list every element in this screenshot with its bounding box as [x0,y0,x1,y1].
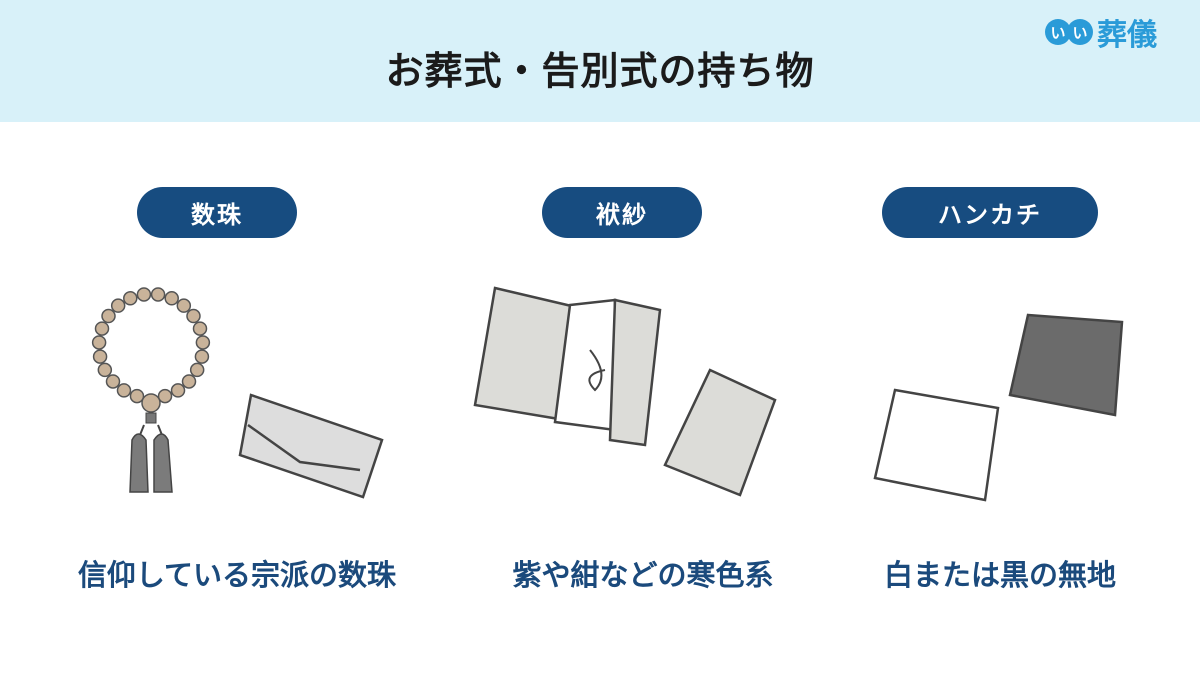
bead [91,335,107,350]
bead [105,374,121,389]
bead [150,287,166,302]
bead [181,374,197,389]
bead [176,298,192,313]
beads-icon [91,287,211,404]
bead [164,291,179,306]
label-handkerchief: ハンカチ [882,187,1098,238]
bead [189,362,205,378]
bead [129,388,145,404]
bead [157,388,173,404]
bead [195,335,211,350]
bead [192,321,208,336]
bead [92,349,108,364]
handkerchief-illustration [873,313,1124,502]
bead [123,291,138,306]
label-fukusa: 袱紗 [542,187,702,238]
logo-name: 葬儀 [1097,18,1157,53]
bead [97,362,113,378]
bead [170,383,186,398]
header-banner: お葬式・告別式の持ち物 い い 葬儀 [0,0,1200,122]
bead [110,298,126,313]
caption-juzu: 信仰している宗派の数珠 [77,558,397,592]
logo-bubble: い [1067,19,1093,45]
bead [136,287,152,302]
case-icon [238,393,384,499]
brand-logo: い い 葬儀 [1045,10,1157,54]
caption-fukusa: 紫や紺などの寒色系 [512,558,774,592]
label-juzu: 数珠 [137,187,297,238]
fukusa-illustration [473,286,777,497]
bead [186,308,201,324]
logo-bubble: い [1045,19,1071,45]
bead [101,308,116,324]
juzu-illustration [91,287,384,499]
bead [116,383,132,398]
bead [94,321,110,336]
caption-handkerchief: 白または黒の無地 [883,558,1116,592]
page-title: お葬式・告別式の持ち物 [385,49,815,93]
bead [194,349,210,364]
